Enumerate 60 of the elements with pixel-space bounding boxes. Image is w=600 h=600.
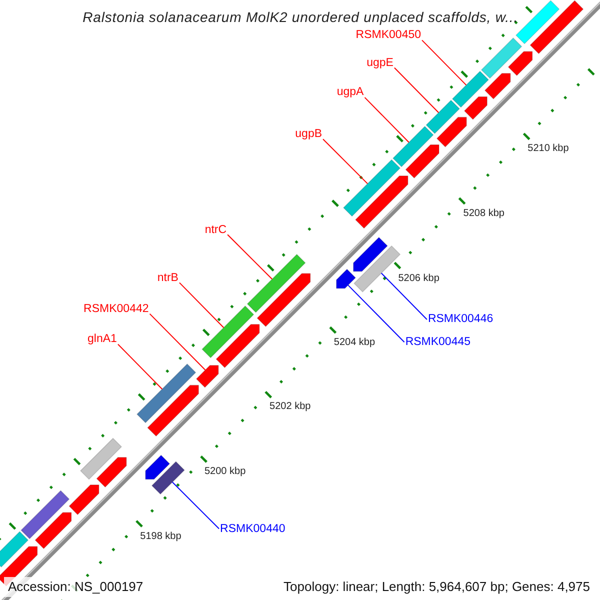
- gene-segment: [392, 126, 434, 168]
- gene-segment: [405, 144, 440, 179]
- gene-segment: [196, 365, 219, 388]
- gene-label: ugpA: [336, 85, 364, 100]
- gene-label: ntrB: [157, 270, 178, 285]
- gene-segment: [147, 384, 199, 437]
- gene-segment: [246, 254, 306, 313]
- leader-line: [117, 344, 163, 390]
- gene-segment: [515, 0, 560, 44]
- gene-segment: [480, 37, 522, 79]
- gene-label: RSMK00440: [220, 522, 286, 536]
- scale-label: 5200 kbp: [204, 465, 246, 480]
- gene-segment: [20, 490, 70, 540]
- leader-line: [178, 282, 224, 328]
- gene-label: RSMK00442: [84, 302, 149, 316]
- gene-segment: [68, 484, 100, 516]
- gene-segment: [484, 73, 511, 100]
- gene-label: RSMK00450: [356, 28, 422, 42]
- gene-label: ugpE: [366, 56, 394, 70]
- gene-label: glnA1: [88, 332, 117, 346]
- gene-segment: [530, 0, 584, 54]
- gene-segment: [80, 438, 122, 480]
- scale-label: 5210 kbp: [528, 142, 569, 156]
- leader-line: [364, 96, 410, 143]
- gene-segment: [34, 512, 72, 550]
- map-title: Ralstonia solanacearum MolK2 unordered unplaced scaffolds, w...: [82, 10, 518, 24]
- gene-segment: [353, 236, 388, 272]
- leader-line: [422, 40, 467, 86]
- gene-label: RSMK00445: [405, 335, 471, 350]
- gene-segment: [145, 454, 170, 480]
- scale-label: 5206 kbp: [398, 272, 440, 286]
- gene-segment: [336, 268, 356, 289]
- scale-label: 5208 kbp: [463, 206, 504, 221]
- leader-line: [394, 67, 440, 114]
- leader-line: [322, 138, 368, 184]
- gene-segment: [256, 273, 311, 328]
- scale-label: 5202 kbp: [270, 400, 311, 414]
- gene-segment: [151, 461, 185, 495]
- leader-line: [149, 313, 206, 371]
- gene-segment: [436, 116, 467, 148]
- scale-label: 5204 kbp: [334, 336, 376, 350]
- gene-segment: [508, 51, 533, 76]
- leader-line: [227, 234, 273, 280]
- gene-segment: [202, 305, 254, 358]
- scale-label: 5198 kbp: [140, 530, 182, 544]
- leader-line: [172, 482, 220, 530]
- leader-line: [348, 284, 405, 343]
- gene-segment: [136, 363, 196, 424]
- gene-segment: [0, 531, 29, 568]
- leader-line: [380, 272, 428, 320]
- gene-label: RSMK00446: [428, 312, 494, 326]
- gene-segment: [426, 100, 460, 134]
- gene-segment: [96, 457, 127, 488]
- gene-segment: [354, 176, 408, 229]
- gene-segment: [342, 159, 401, 217]
- gene-segment: [464, 96, 488, 120]
- gene-segment: [216, 324, 260, 368]
- gene-label: ntrC: [204, 222, 227, 237]
- gene-label: ugpB: [295, 127, 322, 142]
- gene-segment: [452, 70, 490, 108]
